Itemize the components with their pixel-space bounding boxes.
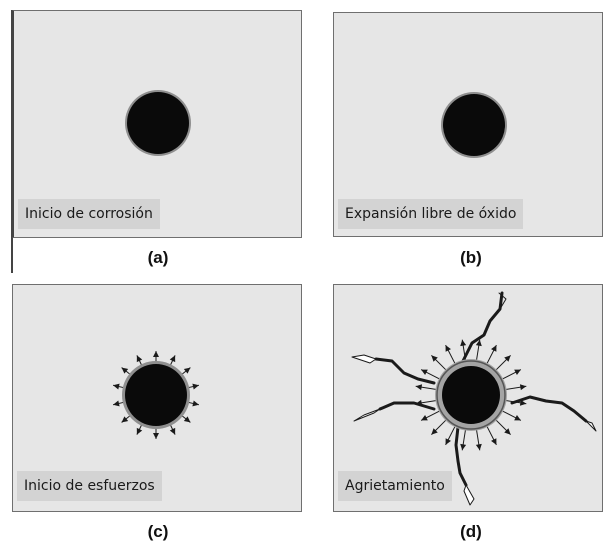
oxide-ring-outline [436,360,506,430]
panel-c-caption: Inicio de esfuerzos [17,471,162,501]
panel-a-label: (a) [147,248,169,267]
stress-arrow-head [514,415,521,421]
panel-d-drawing [351,291,597,506]
stress-arrow-head [121,416,129,423]
stress-arrow-head [491,438,497,445]
stress-arrow-head [183,416,191,423]
stress-arrow-head [460,443,467,451]
steel-bar-cross-section [442,366,500,424]
stress-arrow-head [514,369,521,375]
stress-arrow-head [136,355,143,363]
stress-arrow-head [519,384,527,391]
crack-left-lower [378,401,436,411]
panel-c-drawing [112,351,200,439]
panel-b-label: (b) [460,248,482,267]
stress-arrow-head [445,438,451,445]
stress-arrow-head [519,399,527,406]
crack-left-upper-tip [351,354,377,364]
stress-arrow-head [415,399,423,406]
stress-arrow-head [169,355,176,363]
crack-left-upper [374,357,436,385]
panel-d-caption: Agrietamiento [338,471,452,501]
panel-c-label: (c) [147,522,169,541]
stress-arrow-head [192,400,199,407]
stress-arrow-head [475,339,482,347]
stress-arrows [415,339,527,451]
stress-arrow-head [445,345,451,352]
crack-right [510,395,588,423]
crack-upper-right-tip [498,292,507,310]
stress-arrow-head [421,415,428,421]
stress-arrow-head [431,355,438,362]
stress-arrow-head [491,345,497,352]
cracks [351,291,597,506]
stress-arrow-head [192,383,199,390]
panel-a-corrosion-start: Inicio de corrosión [12,10,302,238]
stress-arrow-head [136,427,143,435]
stress-arrow-head [183,367,191,374]
stress-arrow-head [475,443,482,451]
panel-c-stress-start: Inicio de esfuerzos [12,284,302,512]
stress-arrow-head [431,428,438,435]
stress-arrow-head [113,383,120,390]
stress-arrow-head [504,428,511,435]
stress-arrow-head [121,367,129,374]
panel-b-free-oxide-expansion: Expansión libre de óxido [333,12,603,237]
stress-arrow-head [415,384,423,391]
stress-arrow-head [153,351,159,357]
panel-a-drawing [125,90,191,156]
crack-right-tip [585,420,597,432]
panel-b-drawing [441,92,507,158]
panel-d-label: (d) [460,522,482,541]
stress-arrow-head [460,339,467,347]
panel-d-cracking: Agrietamiento [333,284,603,512]
steel-bar-cross-section [125,364,187,426]
stress-arrow-head [153,433,159,439]
steel-bar-cross-section [443,94,505,156]
crack-bottom-tip [463,484,475,506]
panel-b-caption: Expansión libre de óxido [338,199,524,229]
stress-arrow-head [113,400,120,407]
steel-bar-cross-section [127,92,189,154]
stress-arrow-head [169,427,176,435]
crack-upper-right [460,291,504,365]
crack-left-lower-tip [353,408,381,422]
panel-a-caption: Inicio de corrosión [18,199,160,229]
stress-arrow-head [421,369,428,375]
crack-bottom [454,425,468,487]
stress-arrow-head [504,355,511,362]
